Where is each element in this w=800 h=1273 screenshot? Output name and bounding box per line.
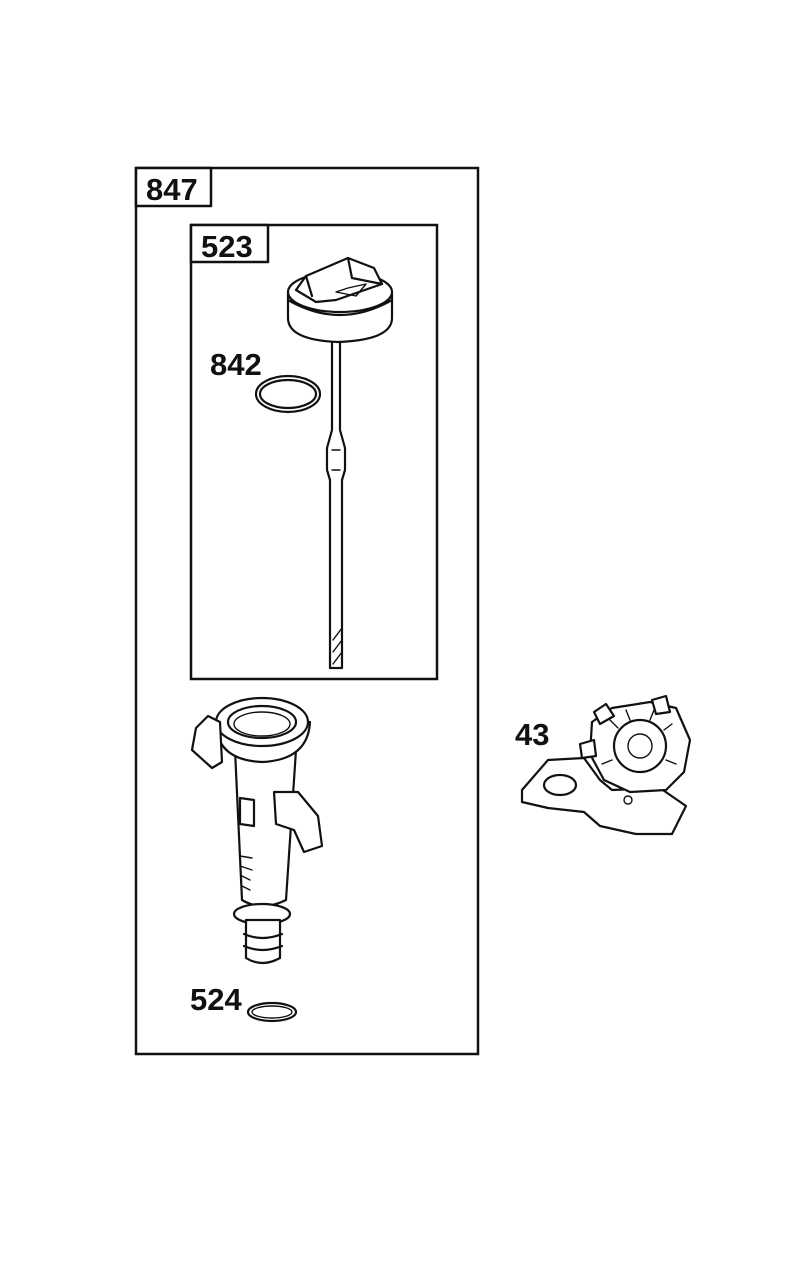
- bracket-gear-teeth: [601, 709, 677, 765]
- bracket-base-plate: [520, 756, 688, 836]
- tube-left-clip: [190, 714, 224, 770]
- oring-842-outer: [254, 374, 322, 414]
- dipstick-illustration: [286, 256, 394, 670]
- oring-842-group: 842: [210, 347, 322, 414]
- tube-bottom-grooves: [242, 932, 284, 952]
- kit-847-group: 847: [134, 166, 480, 1056]
- tube-logo: [239, 855, 253, 891]
- oring-524-outer: [246, 1001, 298, 1023]
- dipstick-523-group: 523: [189, 223, 439, 681]
- tube-bottom-neck: [244, 918, 282, 965]
- kit-847-label: 847: [146, 172, 198, 207]
- bracket-mount-hole: [542, 773, 578, 797]
- bracket-side-tab: [578, 738, 598, 760]
- oring-524-inner: [251, 1005, 293, 1019]
- bracket-gear-hub: [627, 733, 653, 759]
- oring-524-group: 524: [190, 982, 298, 1023]
- tube-center-tab: [238, 796, 256, 828]
- dipstick-handle-edges: [304, 256, 384, 298]
- bracket-small-hole: [623, 795, 633, 805]
- dipstick-cap-rim: [286, 298, 394, 316]
- bracket-top-tab-right: [650, 694, 672, 716]
- tube-inner-opening: [233, 711, 291, 737]
- oring-524-label: 524: [190, 982, 242, 1017]
- dipstick-tube-illustration: [190, 696, 324, 965]
- dipstick-523-frame: [189, 223, 439, 681]
- bracket-43-label: 43: [515, 717, 549, 752]
- bracket-gear: [612, 718, 668, 774]
- dipstick-523-label-box: [189, 223, 270, 264]
- bracket-43-group: 43: [515, 694, 692, 836]
- oring-842-label: 842: [210, 347, 262, 382]
- bracket-top-tab-left: [592, 702, 616, 726]
- kit-847-frame: [134, 166, 480, 1056]
- dipstick-logo-mark: [335, 283, 367, 297]
- dipstick-marks: [331, 449, 343, 665]
- tube-right-clip: [272, 790, 324, 854]
- oring-842-inner: [258, 378, 318, 410]
- dipstick-shaft: [325, 336, 347, 670]
- tube-top-opening: [226, 704, 298, 740]
- kit-847-label-box: [134, 166, 213, 208]
- dipstick-523-label: 523: [201, 229, 253, 264]
